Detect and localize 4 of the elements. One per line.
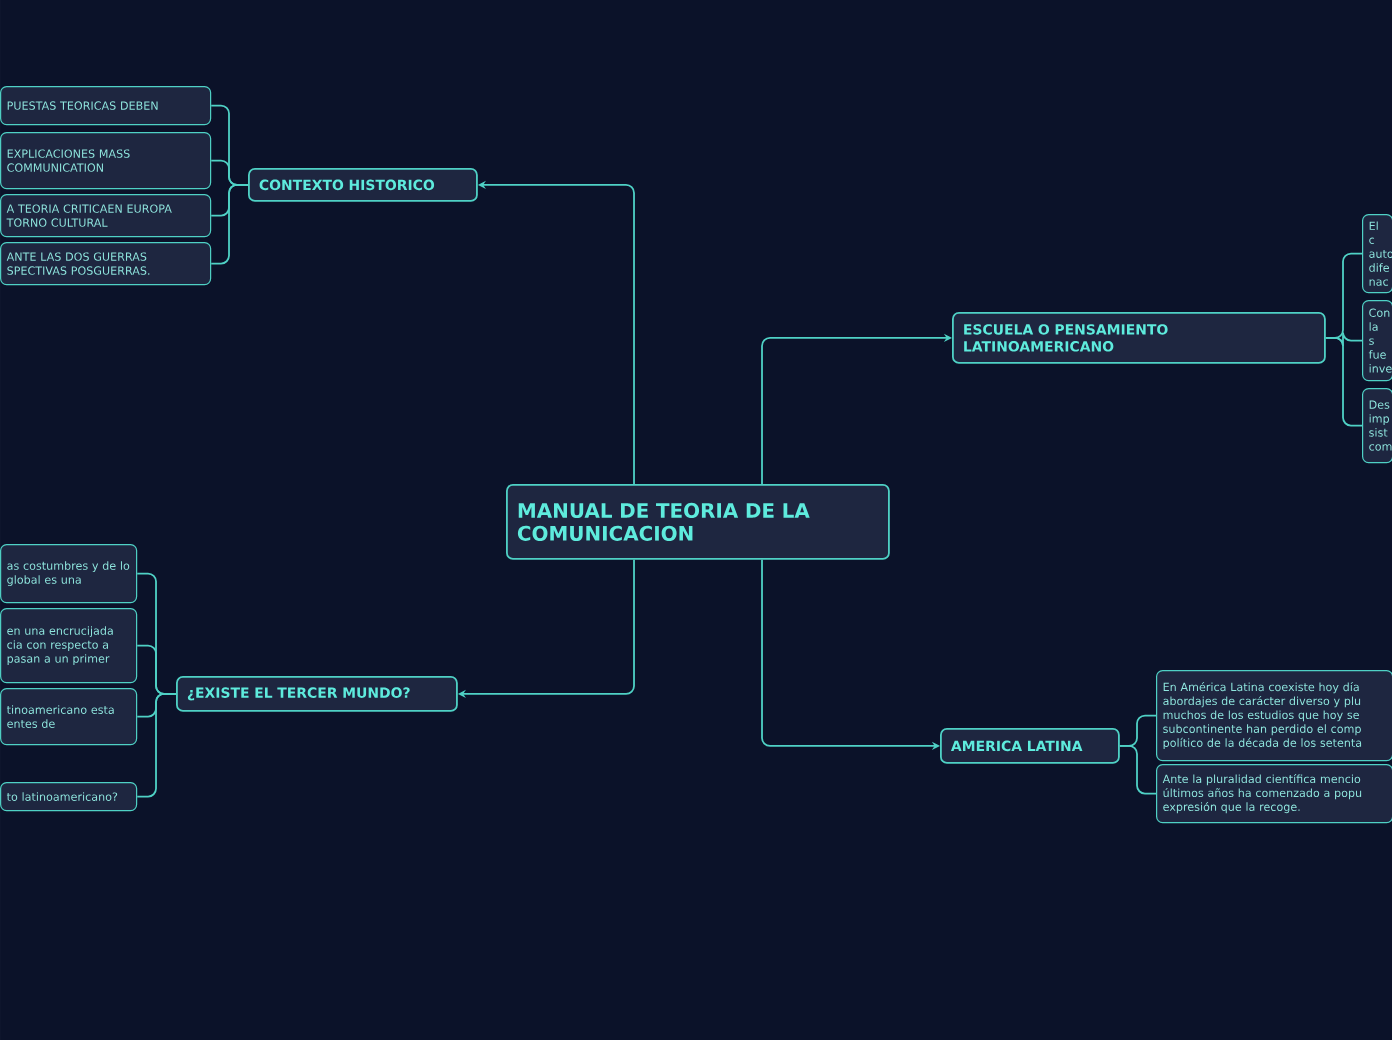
connector-line (210, 184, 249, 265)
topic-box: MANUAL DE TEORIA DE LA COMUNICACION (506, 484, 890, 560)
arrow (761, 333, 952, 485)
connector-line (136, 693, 177, 798)
